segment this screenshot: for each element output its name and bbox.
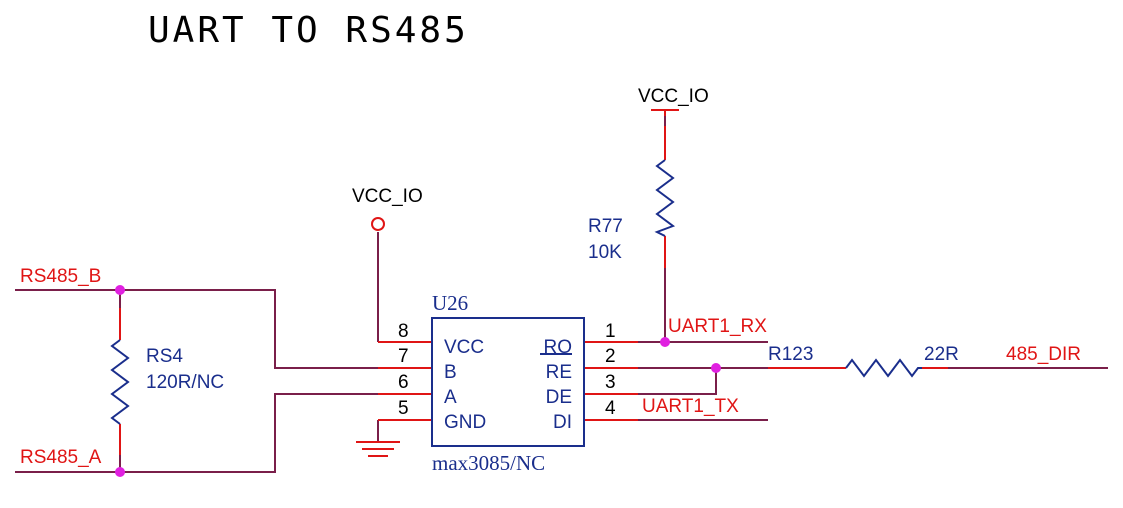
power-label-vcc-io-top: VCC_IO [638, 86, 709, 107]
ic-pin-num-5: 5 [398, 398, 409, 419]
ic-pin-num-6: 6 [398, 372, 409, 393]
r123-zigzag [845, 358, 922, 378]
junction-re-de [711, 363, 721, 373]
net-label-rs485-a: RS485_A [20, 447, 102, 468]
ic-pin-num-8: 8 [398, 321, 409, 342]
ic-pin-num-4: 4 [605, 398, 616, 419]
ic-value: max3085/NC [432, 451, 545, 475]
ic-body [431, 317, 585, 447]
r123-ref: R123 [768, 344, 813, 365]
net-label-uart1-tx: UART1_TX [642, 396, 739, 417]
power-label-vcc-io-left: VCC_IO [352, 186, 423, 207]
r77-ref: R77 [588, 216, 623, 237]
wires [15, 116, 1108, 473]
ic-pin-name-di: DI [553, 412, 572, 433]
ic-pin-name-de: DE [546, 387, 572, 408]
junction-rs485-b [115, 285, 125, 295]
wire-rs485-a [15, 393, 378, 473]
r77-zigzag [654, 159, 676, 237]
component-bodies [110, 159, 922, 447]
ic-pin-num-1: 1 [605, 321, 616, 342]
rs4-zigzag [110, 339, 130, 425]
ic-pin-name-gnd: GND [444, 412, 486, 433]
rs4-value: 120R/NC [146, 372, 224, 393]
net-label-rs485-b: RS485_B [20, 266, 101, 287]
ic-pin-name-vcc: VCC [444, 337, 484, 358]
junction-rs485-a [115, 467, 125, 477]
junction-ro [660, 337, 670, 347]
wire-rs485-b [15, 289, 378, 369]
ic-pin-name-ro: RO [544, 337, 573, 358]
wire-de [638, 368, 717, 395]
ic-pin-name-re: RE [546, 362, 572, 383]
r123-value: 22R [924, 344, 959, 365]
ic-pin-num-7: 7 [398, 346, 409, 367]
pin-leads [119, 109, 948, 457]
rs4-ref: RS4 [146, 346, 183, 367]
ic-pin-name-a: A [444, 387, 457, 408]
vcc-left-circle [371, 217, 385, 231]
net-label-uart1-rx: UART1_RX [668, 316, 767, 337]
ic-pin-name-b: B [444, 362, 457, 383]
page-title: UART TO RS485 [148, 10, 469, 51]
ic-pin-num-3: 3 [605, 372, 616, 393]
r77-value: 10K [588, 242, 622, 263]
ic-ref: U26 [432, 291, 468, 315]
ic-pin-num-2: 2 [605, 346, 616, 367]
junctions [115, 285, 721, 477]
net-label-485-dir: 485_DIR [1006, 344, 1081, 365]
